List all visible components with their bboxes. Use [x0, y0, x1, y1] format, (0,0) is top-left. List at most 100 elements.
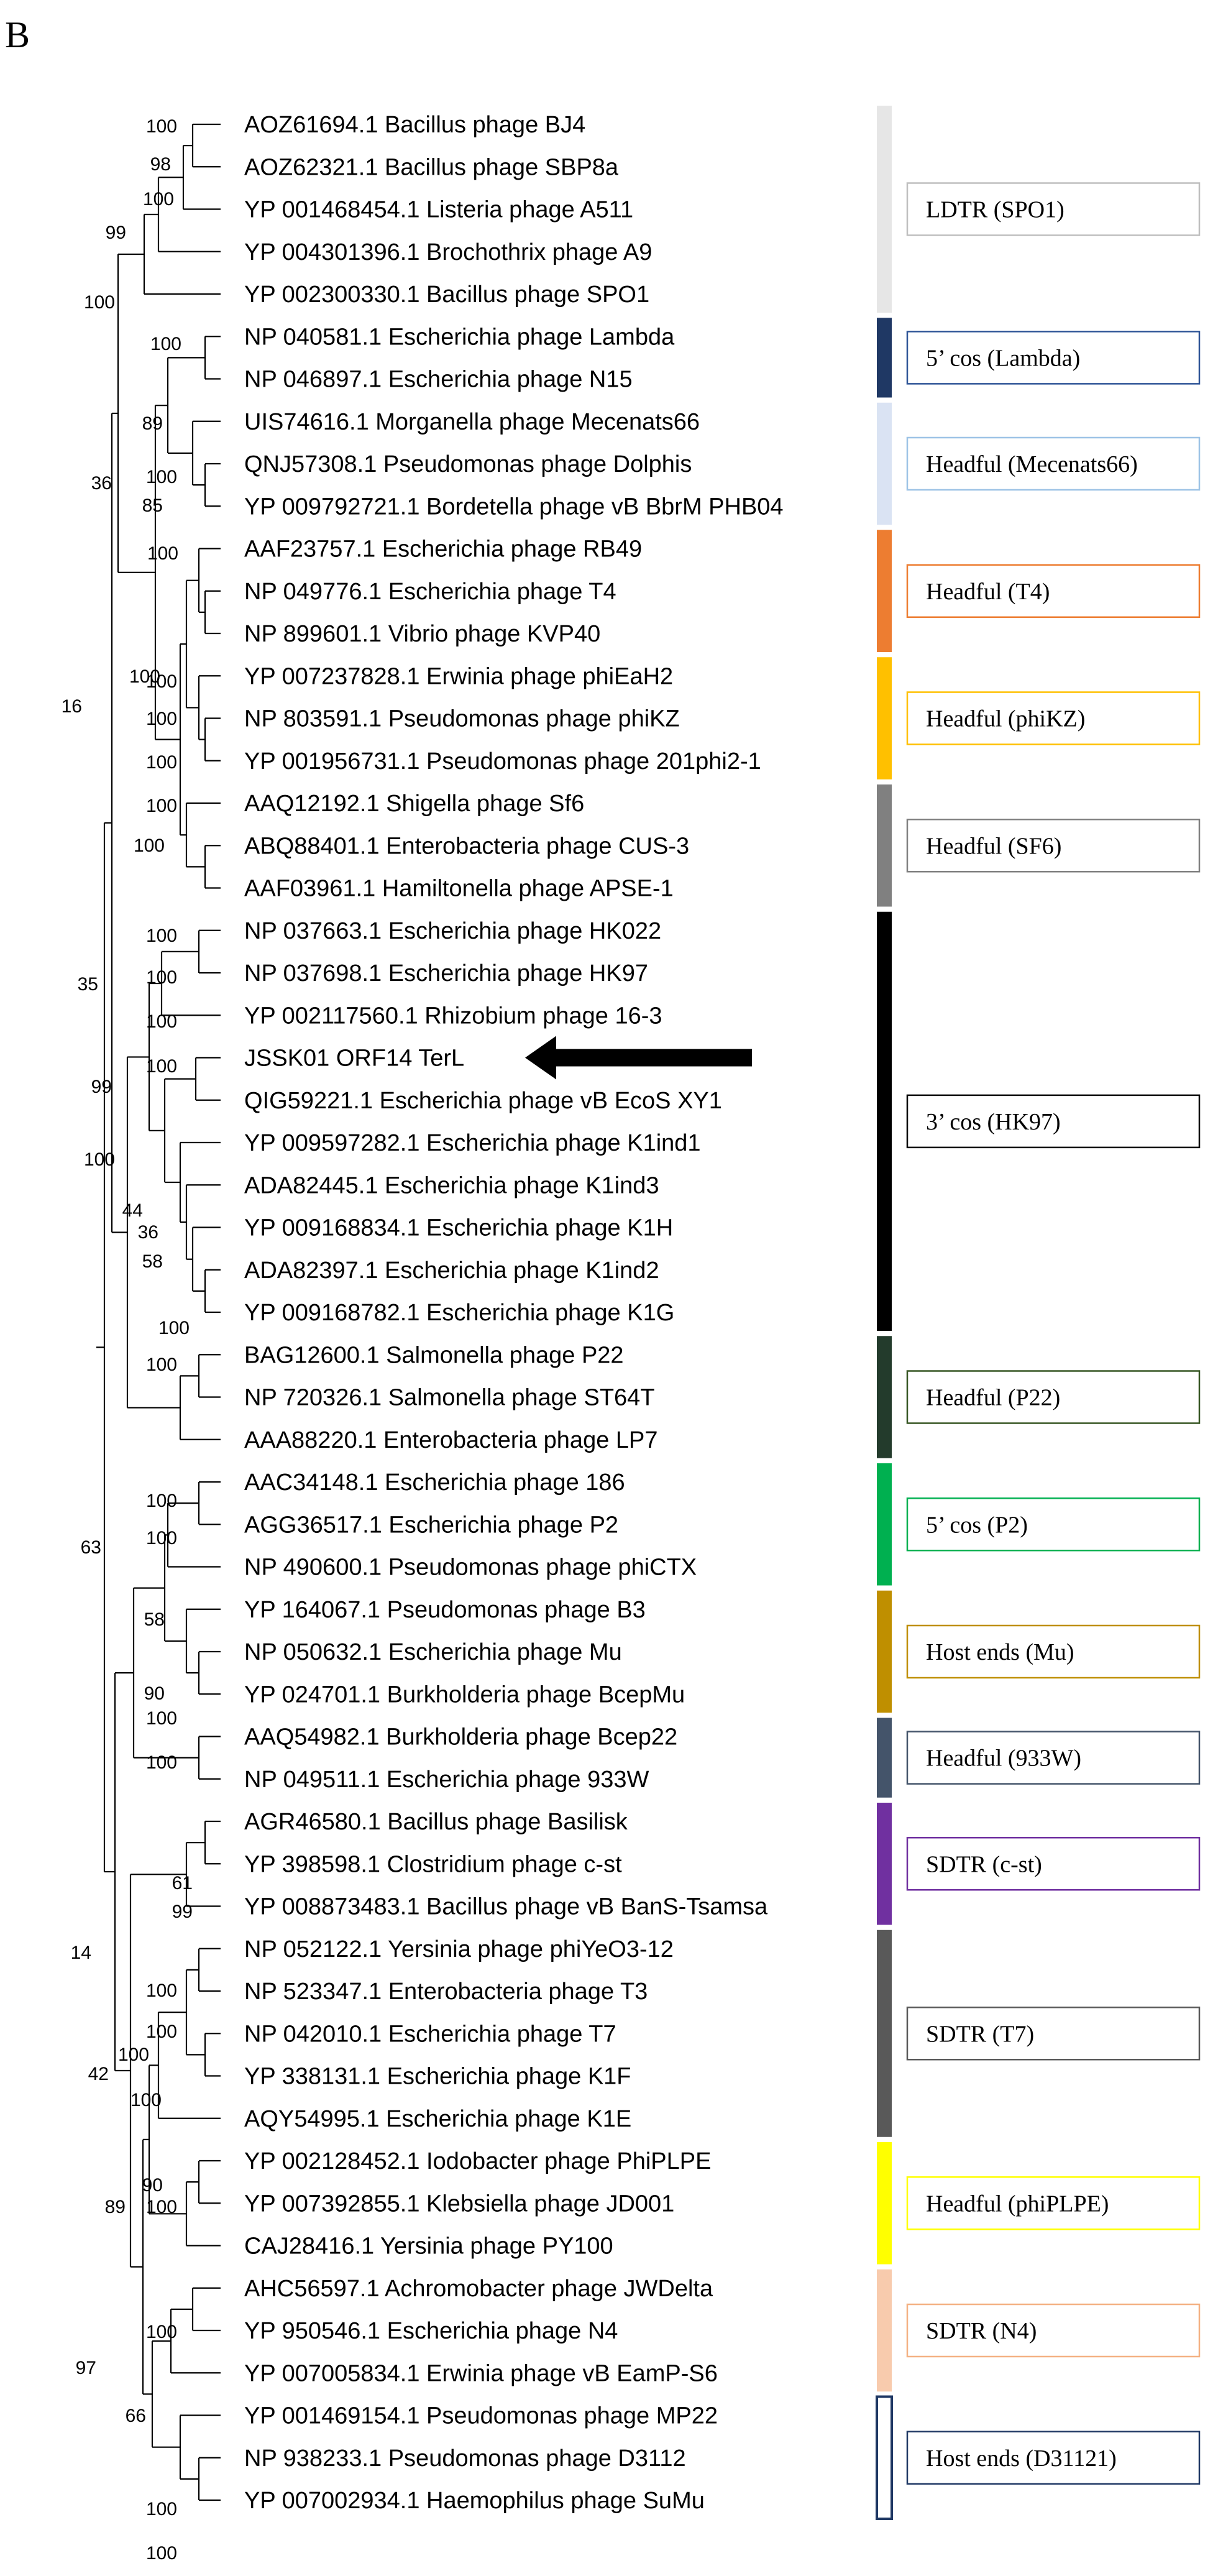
taxon-label: YP 009792721.1 Bordetella phage vB BbrM …: [244, 494, 784, 520]
clade-bar: [877, 1803, 892, 1925]
bootstrap-value: 100: [146, 2022, 177, 2042]
clade-bar: [877, 1463, 892, 1586]
clade-label-box: [906, 564, 1201, 618]
taxon-label: YP 398598.1 Clostridium phage c-st: [244, 1851, 622, 1877]
clade-label: Headful (SF6): [926, 833, 1061, 859]
clade-label: 5’ cos (P2): [926, 1512, 1028, 1538]
taxon-label: AOZ61694.1 Bacillus phage BJ4: [244, 112, 585, 138]
bootstrap-value: 16: [62, 696, 82, 717]
taxon-label: YP 002117560.1 Rhizobium phage 16-3: [244, 1003, 662, 1029]
taxon-label: AAQ54982.1 Burkholderia phage Bcep22: [244, 1724, 677, 1750]
clade-label: Headful (P22): [926, 1385, 1060, 1411]
clade-bar: [877, 1590, 892, 1713]
taxon-label: YP 002128452.1 Iodobacter phage PhiPLPE: [244, 2148, 711, 2174]
clade-bar: [877, 106, 892, 313]
taxon-label: AQY54995.1 Escherichia phage K1E: [244, 2106, 631, 2132]
panel-label: B: [5, 14, 30, 55]
bootstrap-value: 100: [146, 1708, 177, 1729]
tree-branches: [96, 123, 221, 2501]
taxon-label: NP 052122.1 Yersinia phage phiYeO3-12: [244, 1936, 674, 1962]
taxon-label: NP 040581.1 Escherichia phage Lambda: [244, 324, 675, 350]
bootstrap-value: 100: [146, 709, 177, 729]
taxon-label: AGR46580.1 Bacillus phage Basilisk: [244, 1809, 628, 1835]
bootstrap-value: 100: [134, 835, 165, 856]
clade-label-box: [906, 2007, 1201, 2061]
taxon-label: NP 049776.1 Escherichia phage T4: [244, 579, 616, 605]
bootstrap-value: 100: [146, 1011, 177, 1032]
clade-label-box: [906, 819, 1201, 873]
taxon-label: YP 338131.1 Escherichia phage K1F: [244, 2064, 631, 2090]
bootstrap-value: 63: [81, 1537, 101, 1558]
clade-label: SDTR (c-st): [926, 1851, 1042, 1877]
bootstrap-value: 66: [126, 2406, 146, 2426]
clade-label: SDTR (T7): [926, 2021, 1034, 2047]
taxon-labels: AOZ61694.1 Bacillus phage BJ4AOZ62321.1 …: [244, 112, 784, 2514]
bootstrap-value: 90: [144, 1683, 165, 1704]
bootstrap-value: 14: [71, 1943, 91, 1963]
taxon-label: NP 523347.1 Enterobacteria phage T3: [244, 1979, 648, 2005]
bootstrap-value: 100: [130, 2090, 162, 2110]
bootstrap-value: 100: [146, 671, 177, 692]
clade-bar: [877, 1718, 892, 1798]
clade-label-box: [906, 2431, 1201, 2485]
clade-label: SDTR (N4): [926, 2318, 1037, 2344]
highlight-arrow: [525, 1036, 752, 1080]
clade-label-box: [906, 1094, 1201, 1149]
bootstrap-value: 100: [146, 2499, 177, 2519]
taxon-label: YP 009168834.1 Escherichia phage K1H: [244, 1215, 673, 1241]
clade-label-boxes: LDTR (SPO1)5’ cos (Lambda)Headful (Mecen…: [906, 182, 1201, 2485]
clade-label-box: [906, 691, 1201, 745]
bootstrap-value: 100: [150, 334, 181, 354]
clade-label-box: [906, 436, 1201, 491]
taxon-label: AAC34148.1 Escherichia phage 186: [244, 1470, 625, 1496]
bootstrap-value: 97: [76, 2358, 96, 2378]
taxon-label: AAA88220.1 Enterobacteria phage LP7: [244, 1427, 658, 1453]
bootstrap-value: 99: [172, 1902, 193, 1922]
clade-label: LDTR (SPO1): [926, 197, 1065, 223]
taxon-label: YP 001956731.1 Pseudomonas phage 201phi2…: [244, 748, 761, 775]
taxon-label: NP 037663.1 Escherichia phage HK022: [244, 918, 661, 944]
bootstrap-value: 100: [146, 1355, 177, 1375]
bootstrap-value: 35: [78, 974, 98, 995]
bootstrap-value: 100: [146, 467, 177, 487]
clade-label-box: [906, 1370, 1201, 1424]
clade-label-box: [906, 331, 1201, 385]
clade-label: 5’ cos (Lambda): [926, 345, 1080, 371]
taxon-label: YP 164067.1 Pseudomonas phage B3: [244, 1597, 646, 1623]
clade-label: Headful (phiKZ): [926, 706, 1085, 732]
bootstrap-value: 100: [146, 116, 177, 137]
bootstrap-value: 42: [88, 2064, 109, 2084]
taxon-label: AOZ62321.1 Bacillus phage SBP8a: [244, 154, 619, 180]
clade-label-box: [906, 182, 1201, 236]
clade-label-box: [906, 1731, 1201, 1785]
bootstrap-value: 100: [84, 292, 115, 313]
bootstrap-value: 100: [146, 926, 177, 946]
clade-bars: [876, 106, 893, 2520]
clade-label: 3’ cos (HK97): [926, 1109, 1061, 1135]
bootstrap-value: 58: [142, 1251, 163, 1272]
taxon-label: AGG36517.1 Escherichia phage P2: [244, 1512, 618, 1538]
taxon-label: NP 490600.1 Pseudomonas phage phiCTX: [244, 1555, 697, 1581]
bootstrap-value: 90: [142, 2175, 163, 2196]
taxon-label: YP 007005834.1 Erwinia phage vB EamP-S6: [244, 2360, 718, 2386]
bootstrap-value: 100: [143, 189, 174, 209]
taxon-label: NP 042010.1 Escherichia phage T7: [244, 2021, 616, 2047]
clade-label: Headful (phiPLPE): [926, 2191, 1109, 2217]
taxon-label: YP 009168782.1 Escherichia phage K1G: [244, 1300, 674, 1326]
clade-label-box: [906, 2303, 1201, 2358]
taxon-label: NP 037698.1 Escherichia phage HK97: [244, 960, 648, 987]
clade-bar: [877, 784, 892, 907]
bootstrap-value: 100: [146, 1980, 177, 2001]
taxon-label: QNJ57308.1 Pseudomonas phage Dolphis: [244, 451, 692, 477]
taxon-label: AHC56597.1 Achromobacter phage JWDelta: [244, 2276, 713, 2302]
clade-bar: [877, 402, 892, 525]
taxon-label: ABQ88401.1 Enterobacteria phage CUS-3: [244, 833, 689, 859]
bootstrap-value: 58: [144, 1609, 165, 1630]
bootstrap-value: 100: [146, 796, 177, 816]
arrow-icon: [525, 1036, 752, 1080]
bootstrap-value: 100: [146, 1528, 177, 1548]
bootstrap-value: 89: [142, 413, 163, 434]
taxon-label: YP 002300330.1 Bacillus phage SPO1: [244, 282, 649, 308]
clade-label-box: [906, 1624, 1201, 1679]
clade-label: Headful (933W): [926, 1746, 1081, 1772]
